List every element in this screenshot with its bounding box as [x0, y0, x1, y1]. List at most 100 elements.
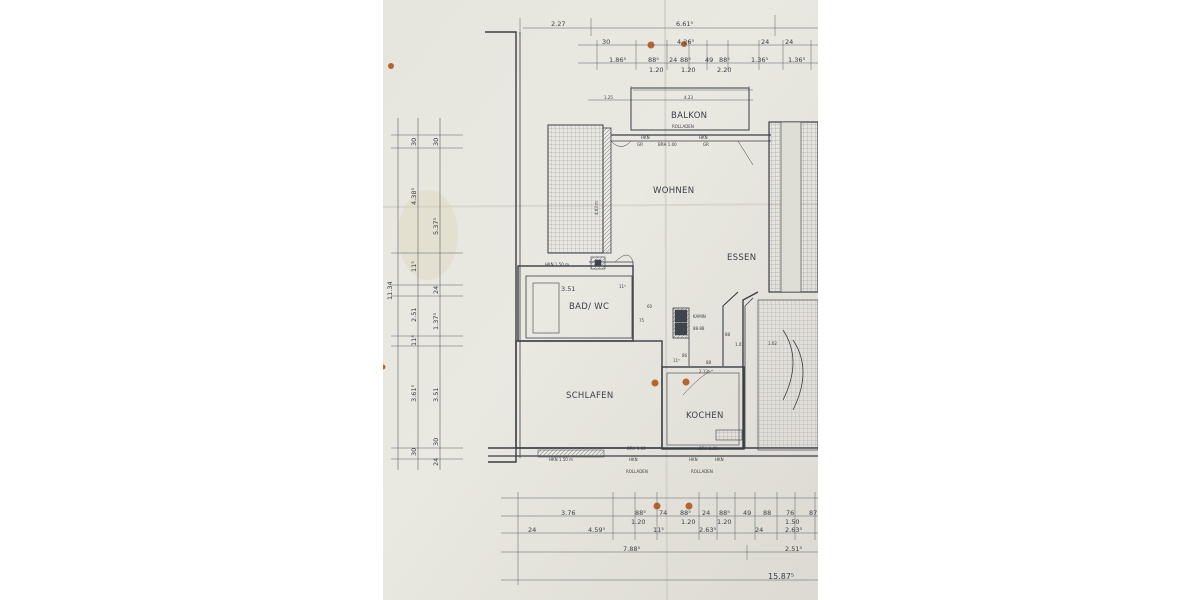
dim-inner-diele: 1.02 — [768, 341, 777, 346]
dim-top-49: 49 — [705, 56, 713, 64]
dim-top-24b: 24 — [785, 38, 793, 46]
paper-stain — [398, 190, 458, 280]
dim-bottom-1-50: 1.50 — [785, 518, 799, 526]
dim-left-2-51: 2.51 — [410, 308, 418, 322]
dim-bottom-49: 49 — [743, 509, 751, 517]
note-hkn-bad: HKN 1.50 m — [545, 262, 569, 267]
note-hkn-top-right: HKN — [699, 135, 708, 140]
dim-left-4-38: 4.38⁵ — [410, 188, 418, 205]
dim-top-24a: 24 — [761, 38, 769, 46]
dim-top-24c: 24 — [669, 56, 677, 64]
floor-plan-photo: BALKON WOHNEN ESSEN BAD/ WC SCHLAFEN KOC… — [383, 0, 818, 600]
note-hkn-bottom-3: HKN — [715, 457, 724, 462]
dim-inner-kamin: 88·88 — [693, 326, 705, 331]
dim-left-1-37: 1.37⁵ — [432, 313, 440, 330]
dim-inner-kochen-a: 86 — [682, 353, 688, 358]
room-label-balkon: BALKON — [671, 111, 707, 121]
dim-bottom-7-88: 7.88⁵ — [623, 545, 640, 553]
balcony-outline — [630, 87, 750, 131]
dim-left-overall: 11.34 — [386, 281, 394, 300]
dim-bottom-24b: 24 — [528, 526, 536, 534]
dim-top-88c: 88⁵ — [719, 56, 730, 64]
dim-bottom-1-20c: 1.20 — [717, 518, 731, 526]
note-rolladen-bottom-right: ROLLADEN — [691, 469, 713, 474]
dim-top-30: 30 — [602, 38, 610, 46]
dim-bottom-15-87: 15.87⁵ — [768, 572, 794, 581]
note-gr-left: GR — [637, 142, 643, 147]
dim-inner-door: 88 — [725, 332, 731, 337]
dim-bottom-74: 74 — [659, 509, 667, 517]
dim-bottom-76: 76 — [786, 509, 794, 517]
dim-top-88a: 88⁵ — [648, 56, 659, 64]
note-kamin: KAMIN — [693, 314, 706, 319]
note-hkn-schlafen: HKN 1.50 m — [549, 457, 573, 462]
dim-left-5-37: 5.37⁵ — [432, 218, 440, 235]
dim-bottom-88c: 88⁵ — [719, 509, 730, 517]
dim-left-3-61: 3.61⁵ — [410, 385, 418, 402]
note-brh-top: BRH 1.00 — [658, 142, 677, 147]
dim-left-24: 24 — [432, 286, 440, 294]
dim-bottom-115: 11⁵ — [653, 526, 664, 534]
note-rolladen-bottom-left: ROLLADEN — [626, 469, 648, 474]
dim-bottom-88a: 88⁵ — [635, 509, 646, 517]
room-label-schlafen: SCHLAFEN — [566, 391, 614, 401]
dimension-lines — [391, 15, 818, 585]
dim-inner-bad-small: 75 — [639, 318, 645, 323]
dim-top-1-86: 1.86⁵ — [609, 56, 626, 64]
kitchen-walls — [661, 366, 745, 450]
dim-left-24b: 24 — [432, 458, 440, 466]
dim-top-1-36a: 1.36⁵ — [751, 56, 768, 64]
dim-left-30a: 30 — [410, 138, 418, 146]
dim-bottom-2-63b: 2.63⁵ — [785, 526, 802, 534]
note-gr-right: GR — [703, 142, 709, 147]
dim-top-4-26: 4.26⁵ — [677, 38, 694, 46]
dim-inner-kochen-b: 2.13⁵ — [699, 369, 710, 374]
dim-inner-bad-step: 60 — [647, 304, 653, 309]
room-label-kochen: KOCHEN — [686, 411, 724, 421]
dim-bottom-3-76: 3.76 — [561, 509, 575, 517]
walls — [485, 31, 818, 463]
dim-top-2-20: 2.20 — [717, 66, 731, 74]
dim-bottom-1-20b: 1.20 — [681, 518, 695, 526]
dim-top-1-20a: 1.20 — [649, 66, 663, 74]
dim-inner-wohnen-vert: 4.63 m — [594, 201, 599, 215]
dim-left-3-51: 3.51 — [432, 388, 440, 402]
dim-top-88b: 88⁵ — [680, 56, 691, 64]
dim-top-1-20b: 1.20 — [681, 66, 695, 74]
note-hkn-bottom-1: HKN — [629, 457, 638, 462]
dim-bottom-24c: 24 — [755, 526, 763, 534]
dim-top-overall-left: 2.27 — [551, 20, 565, 28]
dim-bottom-2-51: 2.51⁵ — [785, 545, 802, 553]
room-label-wohnen: WOHNEN — [653, 186, 694, 196]
dim-bottom-4-59: 4.59⁵ — [588, 526, 605, 534]
dim-top-1-36b: 1.36⁵ — [788, 56, 805, 64]
dim-bottom-87: 87 — [809, 509, 817, 517]
dim-left-30b: 30 — [432, 138, 440, 146]
dim-left-115a: 11⁵ — [410, 261, 418, 272]
dim-inner-kochen-e: 1.01 — [735, 342, 744, 347]
dim-bottom-88d: 88 — [763, 509, 771, 517]
dim-left-115b: 11⁵ — [410, 335, 418, 346]
note-rolladen-top: ROLLADEN — [672, 124, 694, 129]
dim-inner-kochen-d: 88 — [706, 360, 712, 365]
left-dimension-labels: 11.34 30 30 4.38⁵ 5.37⁵ 11⁵ 24 2.51 1.37… — [386, 138, 440, 466]
dim-bottom-24a: 24 — [702, 509, 710, 517]
dim-inner-bad-width: 3.51 — [561, 285, 575, 293]
dim-top-4-23: 4.23 — [684, 95, 693, 100]
note-hkn-bottom-2: HKN — [689, 457, 698, 462]
staircase-left — [547, 124, 604, 254]
dim-bottom-88b: 88⁵ — [680, 509, 691, 517]
note-brh-kochen: BRH 1.00 — [699, 446, 718, 451]
outer-wall-left — [485, 31, 517, 463]
dim-top-1-25: 1.25 — [604, 95, 613, 100]
room-label-bad-wc: BAD/ WC — [569, 302, 609, 312]
dim-left-30d: 30 — [432, 438, 440, 446]
dim-left-30c: 30 — [410, 448, 418, 456]
note-hkn-top-left: HKN — [641, 135, 650, 140]
dim-inner-kochen-c: 11⁵ — [673, 358, 680, 363]
room-label-essen: ESSEN — [727, 253, 756, 263]
dim-top-overall-right: 6.61⁵ — [676, 20, 693, 28]
dim-bottom-2-63a: 2.63⁵ — [699, 526, 716, 534]
note-brh-schlafen: BRH 1.00 — [627, 446, 646, 451]
dim-inner-bad-h: 11⁵ — [619, 284, 626, 289]
